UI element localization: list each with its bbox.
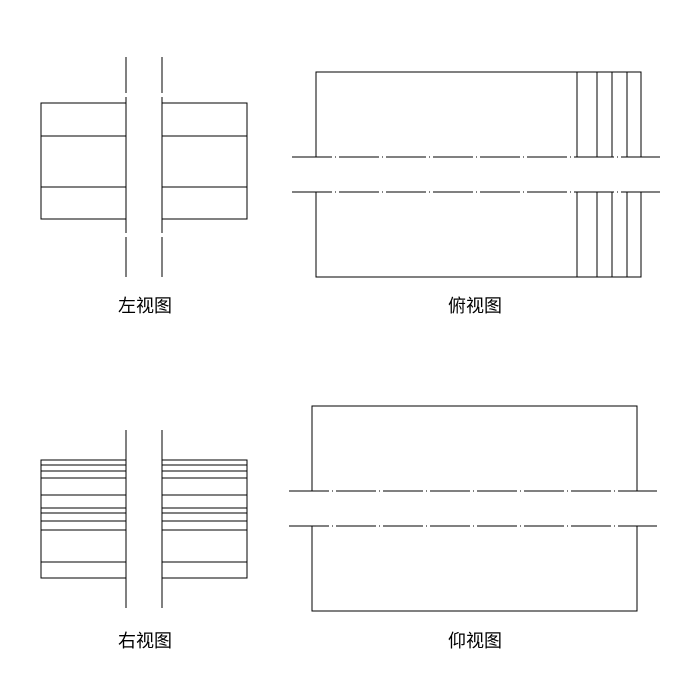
bottom-view-upper-box — [311, 405, 638, 491]
bottom-view-label: 仰视图 — [448, 631, 502, 652]
top-view-upper-box — [315, 71, 642, 157]
left-view-right-block — [161, 102, 248, 220]
right-view — [40, 430, 248, 608]
top-view — [292, 71, 660, 278]
right-view-left-band-lines — [41, 464, 126, 563]
right-view-right-band-lines — [162, 464, 247, 563]
right-view-label: 右视图 — [118, 631, 172, 652]
top-view-lower-box — [315, 192, 642, 278]
left-view-label: 左视图 — [118, 296, 172, 317]
bottom-view — [289, 405, 657, 612]
left-view — [40, 57, 248, 277]
left-view-left-block — [40, 102, 127, 220]
bottom-view-lower-box — [311, 526, 638, 612]
top-view-label: 俯视图 — [448, 296, 502, 317]
